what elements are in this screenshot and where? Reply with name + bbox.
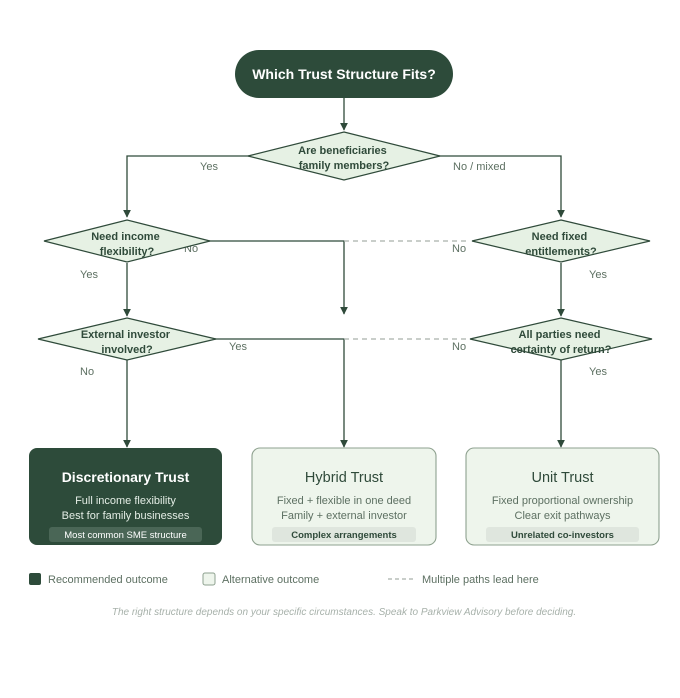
decision-q3-label: Need fixed entitlements? (525, 231, 597, 258)
legend: Recommended outcome Alternative outcome … (29, 572, 539, 586)
start-node: Which Trust Structure Fits? (235, 50, 453, 98)
outcome-unit-title: Unit Trust (531, 470, 593, 486)
decision-q3: Need fixed entitlements? (471, 219, 651, 263)
outcome-discretionary-tag-bg (49, 527, 202, 542)
decision-q1-label: Are beneficiaries family members? (298, 145, 390, 172)
label-q3-yes: Yes (589, 269, 607, 281)
footnote: The right structure depends on your spec… (112, 607, 576, 618)
legend-recommended-label: Recommended outcome (48, 574, 168, 586)
decision-q3-line-2: entitlements? (525, 246, 597, 258)
outcome-unit-tag: Unrelated co-investors (511, 530, 614, 541)
decision-q2-line-2: flexibility? (100, 246, 155, 258)
outcome-discretionary-trust: Discretionary Trust Full income flexibil… (29, 448, 222, 545)
decision-q1-line-2: family members? (299, 160, 390, 172)
label-q5-yes: Yes (589, 366, 607, 378)
outcome-unit-line-2: Clear exit pathways (515, 510, 611, 522)
edge-q1-yes-to-q2 (123, 155, 250, 218)
decision-q2-label: Need income flexibility? (91, 231, 163, 258)
decision-q1-line-1: Are beneficiaries (298, 145, 387, 157)
outcome-unit-line-1: Fixed proportional ownership (492, 495, 633, 507)
outcome-discretionary-line-2: Best for family businesses (62, 510, 190, 522)
legend-alternative-label: Alternative outcome (222, 574, 319, 586)
edge-q2-no-to-hybrid (208, 240, 348, 315)
outcome-discretionary-tag: Most common SME structure (64, 530, 186, 541)
label-q5-no: No (452, 341, 466, 353)
outcome-discretionary-line-1: Full income flexibility (75, 495, 176, 507)
outcome-hybrid-title: Hybrid Trust (305, 470, 383, 486)
decision-q5-line-2: certainty of return? (511, 344, 612, 356)
legend-multiple-paths-label: Multiple paths lead here (422, 574, 539, 586)
label-q1-no: No / mixed (453, 161, 506, 173)
edge-q4-yes-to-hybrid (214, 338, 348, 448)
outcome-hybrid-tag-bg (272, 527, 416, 542)
decision-q2-line-1: Need income (91, 231, 159, 243)
decision-q4-line-2: involved? (101, 344, 153, 356)
outcome-hybrid-trust: Hybrid Trust Fixed + flexible in one dee… (251, 447, 437, 546)
label-q2-yes: Yes (80, 269, 98, 281)
decision-q5: All parties need certainty of return? (469, 317, 653, 361)
outcome-unit-trust: Unit Trust Fixed proportional ownership … (465, 447, 660, 546)
decision-q5-line-1: All parties need (519, 329, 601, 341)
label-q3-no: No (452, 243, 466, 255)
outcome-discretionary-title: Discretionary Trust (62, 469, 190, 485)
label-q4-no: No (80, 366, 94, 378)
edge-q1-no-to-q3 (438, 155, 565, 218)
decision-q1: Are beneficiaries family members? (247, 131, 441, 181)
decision-q3-line-1: Need fixed (532, 231, 588, 243)
label-q4-yes: Yes (229, 341, 247, 353)
outcome-hybrid-line-1: Fixed + flexible in one deed (277, 495, 411, 507)
legend-alternative-swatch (202, 572, 216, 586)
decision-q2: Need income flexibility? (43, 219, 211, 263)
outcome-unit-tag-bg (486, 527, 639, 542)
legend-recommended-swatch (29, 573, 41, 585)
decision-q5-label: All parties need certainty of return? (511, 329, 612, 356)
start-node-label: Which Trust Structure Fits? (252, 66, 436, 82)
decision-q4-line-1: External investor (81, 329, 171, 341)
decision-q4: External investor involved? (37, 317, 217, 361)
outcome-hybrid-tag: Complex arrangements (291, 530, 397, 541)
label-q1-yes: Yes (200, 161, 218, 173)
decision-q4-label: External investor involved? (81, 329, 173, 356)
dashed-connectors (344, 240, 470, 340)
edge-labels: Yes No / mixed Yes No No Yes Yes No No Y… (80, 161, 607, 378)
outcome-hybrid-line-2: Family + external investor (281, 510, 407, 522)
